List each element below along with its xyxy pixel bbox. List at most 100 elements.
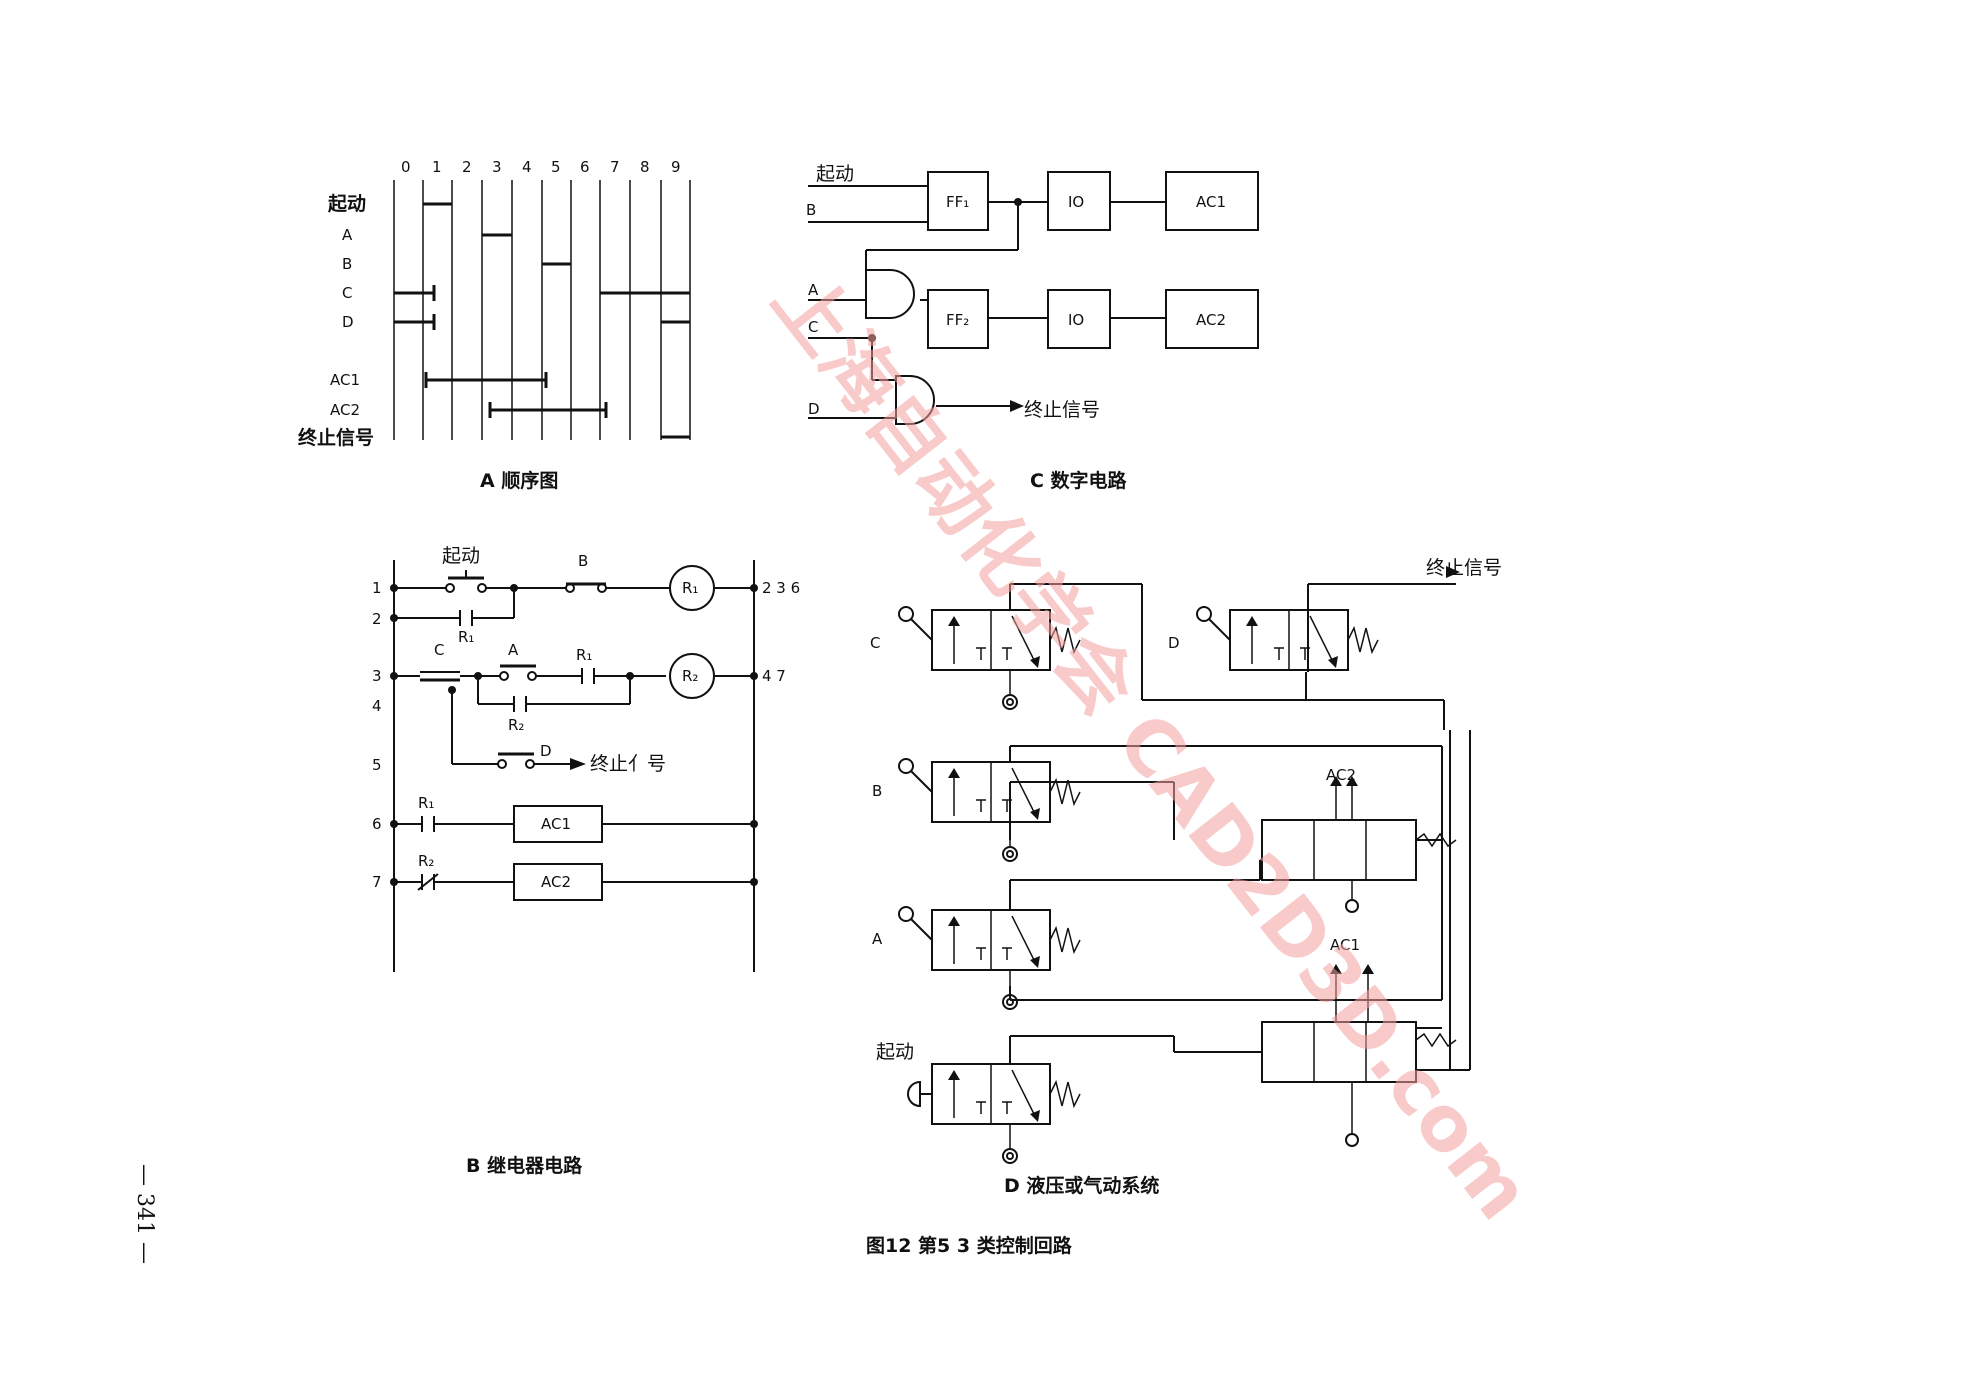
sequence-row-label: AC1	[330, 371, 360, 389]
ff1-box	[927, 171, 989, 231]
sequence-row-label: AC2	[330, 401, 360, 419]
sequence-row-label: A	[342, 226, 353, 244]
input-a: A	[808, 281, 819, 299]
line-number-6: 6	[372, 815, 382, 833]
r2-coil-label: R₂	[682, 667, 698, 685]
b-contact-label: B	[578, 552, 588, 570]
three-way-valve	[898, 606, 1081, 710]
relay-wires	[394, 587, 754, 883]
junction-dot	[1014, 198, 1022, 206]
line-number-1: 1	[372, 579, 382, 597]
relay-junctions	[390, 584, 758, 886]
ac1-label: AC1	[1330, 936, 1360, 954]
arrow-icon	[1010, 400, 1024, 412]
line-number-5: 5	[372, 756, 382, 774]
digital-circuit: 起动 B A C D FF	[806, 163, 1259, 492]
sequence-column-label: 9	[671, 158, 681, 176]
pneumatic-lines	[1009, 583, 1471, 1071]
io2-box	[1047, 289, 1111, 349]
pneumatic-system: AC2 AC1 终止信号 C D B A 起动 D 液压或气动系统	[870, 557, 1502, 1197]
line-number-3: 3	[372, 667, 382, 685]
input-b: B	[806, 201, 816, 219]
a-contact-label: A	[508, 641, 519, 659]
ac2-output	[513, 863, 603, 901]
ac2-label: AC2	[1326, 766, 1356, 784]
line-number-2: 2	[372, 610, 382, 628]
ff2-box	[927, 289, 989, 349]
three-way-valve	[907, 1063, 1081, 1164]
start-label: 起动	[442, 545, 480, 567]
sequence-column-label: 2	[462, 158, 472, 176]
r2-contact-lines: 4 7	[762, 667, 786, 685]
sequence-column-label: 4	[522, 158, 532, 176]
r1-coil	[669, 565, 715, 611]
end-signal-label: 终止信号	[1426, 557, 1502, 579]
line-number-7: 7	[372, 873, 382, 891]
valve-c-label: C	[870, 634, 880, 652]
ff1-label: FF₁	[946, 193, 969, 211]
valve-d-label: D	[1168, 634, 1180, 652]
ac1-valve	[1261, 964, 1457, 1147]
sequence-column-label: 5	[551, 158, 561, 176]
sequence-row-label: C	[342, 284, 352, 302]
input-d: D	[808, 400, 820, 418]
arrow-icon	[570, 758, 586, 770]
end-signal-label: 终止信号	[1024, 399, 1100, 421]
d-contact-label: D	[540, 742, 552, 760]
ac1-output	[513, 805, 603, 843]
sequence-signals	[394, 202, 690, 439]
input-c: C	[808, 318, 818, 336]
ac1-box	[1165, 171, 1259, 231]
and-gate-2	[895, 375, 935, 425]
r1-ac1-label: R₁	[418, 794, 434, 812]
three-way-valve	[1196, 606, 1379, 671]
figure-caption: 图12 第5 3 类控制回路	[866, 1234, 1073, 1257]
pneumatic-caption: D 液压或气动系统	[1004, 1174, 1159, 1197]
r1-contact-label: R₁	[458, 628, 474, 646]
r2-ac2-label: R₂	[418, 852, 434, 870]
sequence-row-label: D	[342, 313, 354, 331]
relay-contacts	[417, 570, 607, 891]
relay-rails	[393, 560, 755, 972]
page-number-text: — 341 —	[132, 1164, 157, 1264]
page-number: — 341 —	[120, 1160, 180, 1280]
ac1-label: AC1	[1196, 193, 1226, 211]
sequence-column-label: 3	[492, 158, 502, 176]
r2-coil	[669, 653, 715, 699]
r1-coil-label: R₁	[682, 579, 698, 597]
sequence-row-label: 起动	[327, 193, 366, 215]
ff2-label: FF₂	[946, 311, 969, 329]
sequence-column-label: 1	[432, 158, 442, 176]
valve-a-label: A	[872, 930, 883, 948]
io2-label: IO	[1068, 311, 1084, 329]
relay-caption: B 继电器电路	[466, 1154, 583, 1177]
valve-b-label: B	[872, 782, 882, 800]
sequence-row-label: B	[342, 255, 352, 273]
r2-contact-label: R₂	[508, 716, 524, 734]
sequence-grid	[393, 180, 691, 440]
junction-dot	[868, 334, 876, 342]
digital-caption: C 数字电路	[1030, 469, 1128, 492]
io1-label: IO	[1068, 193, 1084, 211]
and-gate-1	[865, 269, 915, 319]
ac2-output-label: AC2	[541, 873, 571, 891]
sequence-column-label: 7	[610, 158, 620, 176]
sequence-column-label: 6	[580, 158, 590, 176]
io1-box	[1047, 171, 1111, 231]
line-number-4: 4	[372, 697, 382, 715]
three-way-valve	[898, 758, 1081, 862]
r1-contact-lines: 2 3 6	[762, 579, 800, 597]
sequence-row-label: 终止信号	[298, 426, 374, 449]
ac1-output-label: AC1	[541, 815, 571, 833]
r1-hold-label: R₁	[576, 646, 592, 664]
sequence-caption: A 顺序图	[480, 469, 558, 492]
input-start: 起动	[816, 163, 854, 185]
relay-circuit: 1 2 3 4 5 6 7 起动 B R₁ R₁ 2 3 6 C A R₁ R₂…	[372, 545, 800, 1177]
sequence-column-label: 0	[401, 158, 411, 176]
ac2-label: AC2	[1196, 311, 1226, 329]
ac2-valve	[1261, 776, 1457, 913]
c-contact-label: C	[434, 641, 444, 659]
valve-start-label: 起动	[876, 1041, 914, 1063]
